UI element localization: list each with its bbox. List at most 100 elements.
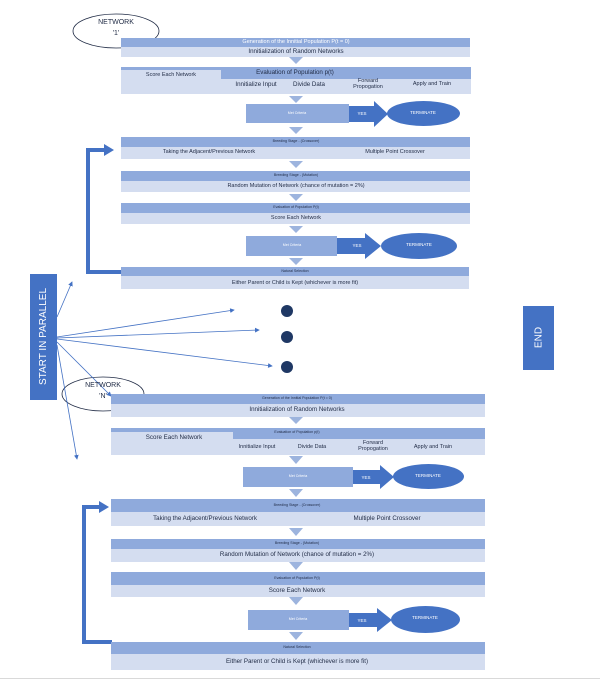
bn-met-criteria2: Met Criteria [288,617,308,621]
b1-mutation-subbar [121,181,470,192]
b1-breeding-bar [121,137,470,147]
bn-terminate-ellipse [393,464,464,489]
yes-arrow-1a [349,101,388,127]
down-arrow-icon [289,127,303,134]
down-arrow-icon [289,57,303,64]
down-arrow-icon [289,597,303,605]
b1-evaluation-title: Evaluation of Population p(t) [256,69,334,76]
b1-evaluation2-subbar [121,213,470,224]
bn-evaluation-title: Evaluation of Population p(t) [274,430,320,434]
b1-mutation-desc: Random Mutation of Network (chance of mu… [227,183,365,189]
bn-breeding-bar [111,499,485,512]
ellipsis-dot [281,305,293,317]
b1-generation-bar [121,38,470,47]
bn-divide-data: Divide Data [297,444,327,450]
b1-met-criteria: Met Criteria [287,111,307,115]
bn-generation-bar [111,394,485,404]
down-arrow-icon [289,417,303,424]
b1-breeding-title: Breeding Stage - (Crossover) [272,139,320,143]
down-arrow-icon [289,562,303,570]
down-arrow-icon [289,456,303,464]
b1-terminate: TERMINATE [410,110,436,115]
b1-selection-title: Natural Selection [281,269,309,273]
b1-evaluation2-bar [121,203,470,213]
b1-score-each: Score Each Network [145,72,197,78]
b1-evaluation-subbar [121,79,471,94]
b1-terminate2: TERMINATE [406,242,432,247]
bottom-divider [0,678,600,679]
bn-initialization-bar [111,404,485,417]
bn-initialization-text: Innitialization of Random Networks [249,406,345,413]
bn-met-criteria-box [243,467,353,487]
b1-mutation-bar [121,171,470,181]
bn-initialize-input: Innitialize Input [238,444,276,450]
bn-selection-desc: Either Parent or Child is Kept (whicheve… [225,658,369,665]
down-arrow-icon [289,161,303,168]
b1-generation-title: Generation of the Innitial Population P(… [242,39,350,45]
bn-evaluation2-subbar [111,585,485,597]
yes-arrow-1b [337,233,381,259]
b1-terminate-ellipse [387,101,460,126]
b1-met-criteria2: Met Criteria [282,243,302,247]
bn-score-each: Score Each Network [145,434,203,441]
b1-met-criteria-box [246,104,349,123]
bn-yes2: YES [357,618,367,623]
bn-evaluation2-bar [111,572,485,585]
b1-terminate2-ellipse [381,233,457,259]
b1-met-criteria2-box [246,236,337,256]
yes-arrow-nb [349,608,392,632]
bn-yes: YES [361,475,371,480]
b1-evaluation2-title: Evaluation of Population P(t) [273,205,319,209]
bn-terminate2-ellipse [391,606,460,633]
bn-selection-subbar [111,654,485,670]
bn-multipoint: Multiple Point Crossover [353,515,421,522]
down-chevrons-block-n [289,417,303,640]
bn-selection-title: Natural Selection [283,645,311,649]
b1-selection-bar [121,267,469,276]
b1-score-each2: Score Each Network [270,215,322,221]
b1-crossover-bar [121,147,470,159]
bn-terminate: TERMINATE [415,473,441,478]
bn-evaluation2-title: Evaluation of Population P(t) [274,576,320,580]
b1-initialization-text: Innitialization of Random Networks [248,48,344,55]
bn-met-criteria: Met Criteria [288,474,308,478]
bn-breeding-title: Breeding Stage - (Crossover) [273,503,321,507]
start-in-parallel-box: START IN PARALLEL [30,274,57,400]
b1-initialize-input: Innitialize Input [235,81,277,88]
yes-arrow-na [353,465,394,489]
ellipsis-dot [281,331,293,343]
down-arrow-icon [289,96,303,103]
bn-generation-title: Generation of the Innitial Population P(… [261,396,333,400]
b1-score-each-box [121,70,221,79]
b1-multipoint: Multiple Point Crossover [365,149,425,155]
b1-initialization-bar [121,47,470,57]
bn-adjacent: Taking the Adjacent/Previous Network [153,515,257,522]
bn-forward-propagation: Forward Propogation [358,440,388,453]
down-arrow-icon [289,632,303,640]
bn-mutation-desc: Random Mutation of Network (chance of mu… [219,551,375,558]
down-chevrons-block-1 [289,57,303,265]
loop-back-arrow-1 [86,148,121,274]
network-n-label: NETWORK [85,382,121,389]
down-arrow-icon [289,528,303,536]
down-arrow-icon [289,489,303,497]
end-box: END [523,306,554,370]
down-arrow-icon [289,258,303,265]
bn-crossover-bar [111,512,485,526]
network-1-id: '1' [112,30,120,37]
b1-yes2: YES [352,243,362,248]
bn-terminate2: TERMINATE [412,615,438,620]
down-arrow-icon [289,194,303,201]
b1-selection-subbar [121,276,469,289]
bn-mutation-title: Breeding Stage - (Mutation) [274,541,320,545]
down-arrow-icon [289,226,303,233]
network-1-label: NETWORK [98,19,134,26]
b1-divide-data: Divide Data [293,81,325,88]
network-n-id: 'N' [99,393,107,400]
loop-back-arrow-n [82,505,112,644]
start-in-parallel-label: START IN PARALLEL [38,287,49,386]
ellipsis-dot [281,361,293,373]
bn-mutation-bar [111,539,485,549]
parallel-arrows [56,281,273,460]
